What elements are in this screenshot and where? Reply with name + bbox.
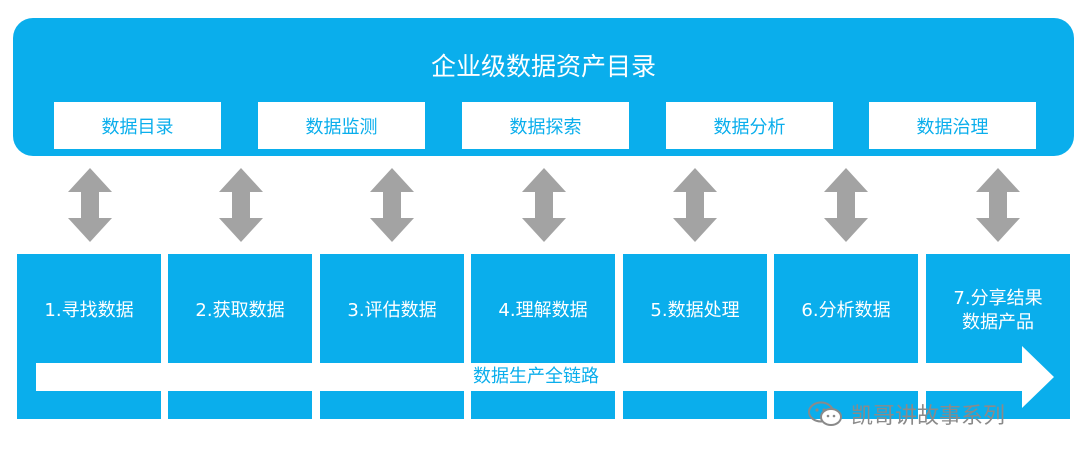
stage-label-line1: 7.分享结果: [953, 287, 1043, 309]
capability-data-monitoring: 数据监测: [258, 102, 425, 149]
stage-process-data: 5.数据处理: [623, 254, 767, 419]
stage-analyze-data: 6.分析数据: [774, 254, 918, 419]
capability-data-governance: 数据治理: [869, 102, 1036, 149]
double-arrow-icon: [824, 168, 868, 242]
double-arrow-icon: [673, 168, 717, 242]
asset-catalog-panel: 企业级数据资产目录 数据目录 数据监测 数据探索 数据分析 数据治理: [13, 18, 1074, 156]
stage-label: 5.数据处理: [650, 299, 740, 321]
stage-label: 3.评估数据: [347, 299, 437, 321]
capability-data-catalog: 数据目录: [54, 102, 221, 149]
double-arrow-icon: [976, 168, 1020, 242]
watermark: 凯哥讲故事系列: [807, 400, 1006, 429]
double-arrow-icon: [522, 168, 566, 242]
stage-label: 4.理解数据: [498, 299, 588, 321]
capability-data-exploration: 数据探索: [462, 102, 629, 149]
stage-find-data: 1.寻找数据: [17, 254, 161, 419]
stage-label-line2: 数据产品: [962, 311, 1034, 333]
catalog-title: 企业级数据资产目录: [430, 52, 656, 81]
watermark-text: 凯哥讲故事系列: [851, 404, 1006, 429]
chain-arrow: [36, 346, 1054, 408]
stage-understand-data: 4.理解数据: [471, 254, 615, 419]
stage-evaluate-data: 3.评估数据: [320, 254, 464, 419]
stage-acquire-data: 2.获取数据: [168, 254, 312, 419]
stage-label: 1.寻找数据: [44, 299, 134, 321]
stage-label: 6.分析数据: [801, 299, 891, 321]
stage-label: 2.获取数据: [195, 299, 285, 321]
double-arrow-icon: [68, 168, 112, 242]
double-arrow-icon: [370, 168, 414, 242]
capability-data-analysis: 数据分析: [666, 102, 833, 149]
wechat-icon: [808, 401, 842, 426]
chain-label: 数据生产全链路: [473, 366, 599, 387]
stage-share-results: 7.分享结果数据产品: [926, 254, 1070, 419]
double-arrow-icon: [219, 168, 263, 242]
